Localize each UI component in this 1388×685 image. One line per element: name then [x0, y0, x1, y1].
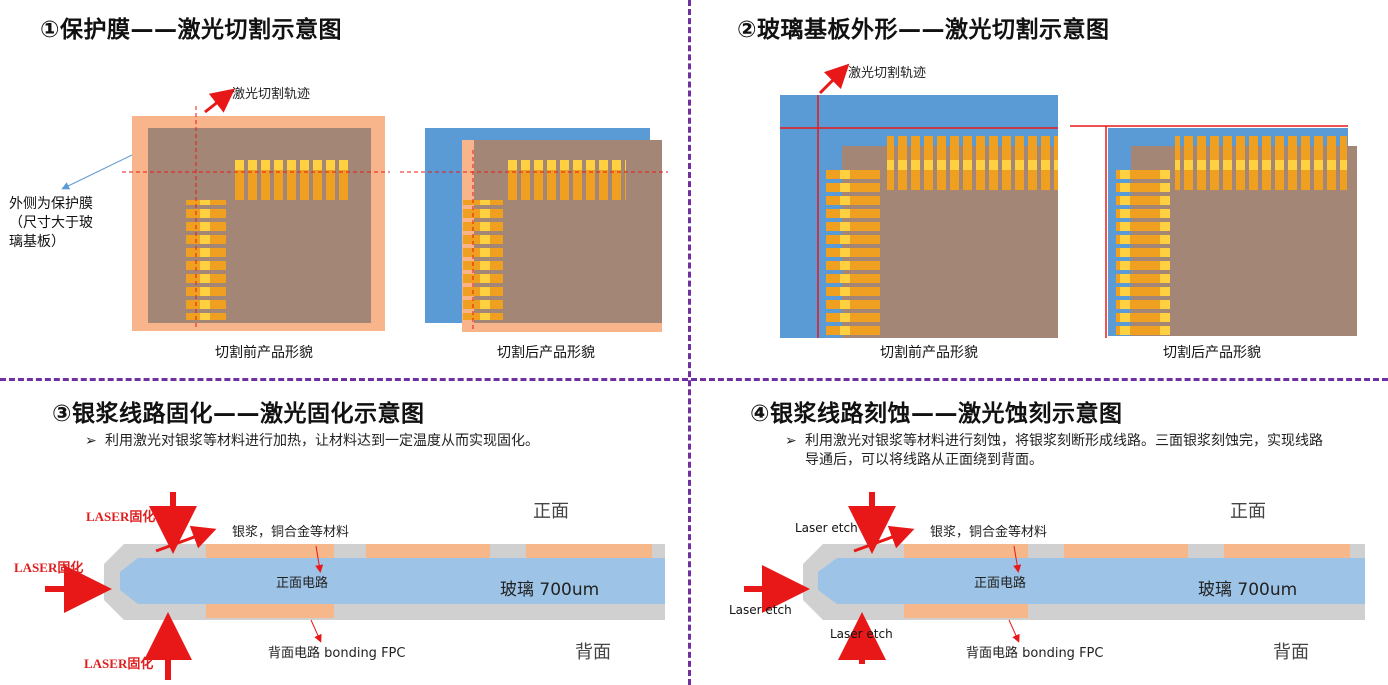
p3-bullet: ➢ 利用激光对银浆等材料进行加热，让材料达到一定温度从而实现固化。 [85, 432, 625, 451]
p3-cross-section [45, 492, 665, 680]
p1-trajectory-label: 激光切割轨迹 [232, 87, 311, 102]
horizontal-divider [0, 378, 1388, 381]
p2-before-product [780, 63, 1058, 338]
p4-glass-label: 玻璃 700um [1198, 580, 1298, 600]
p1-note-line-2: （尺寸大于玻 [9, 215, 93, 231]
p4-front-face: 正面 [1230, 501, 1266, 521]
p2-trajectory-label: 激光切割轨迹 [848, 66, 927, 81]
p1-caption-before: 切割前产品形貌 [215, 345, 313, 361]
p4-cross-section [744, 492, 1365, 664]
p1-caption-after: 切割后产品形貌 [497, 345, 595, 361]
p3-front-face: 正面 [533, 501, 569, 521]
bullet-arrow-icon: ➢ [85, 433, 97, 449]
panel2-title: ②玻璃基板外形——激光切割示意图 [737, 17, 1110, 43]
p4-back-circuit: 背面电路 bonding FPC [966, 646, 1104, 661]
p3-glass-label: 玻璃 700um [500, 580, 600, 600]
p3-laser-bottom-label: LASER固化 [84, 656, 154, 671]
p4-back-face: 背面 [1273, 642, 1309, 662]
panel1-title: ①保护膜——激光切割示意图 [40, 17, 342, 43]
p4-bullet: ➢ 利用激光对银浆等材料进行刻蚀，将银浆刻断形成线路。三面银浆刻蚀完，实现线路导… [785, 432, 1325, 470]
p2-caption-before: 切割前产品形貌 [880, 345, 978, 361]
p4-laser-bottom-label: Laser etch [830, 627, 893, 641]
p2-caption-after: 切割后产品形貌 [1163, 345, 1261, 361]
p3-laser-left-label: LASER固化 [14, 560, 84, 575]
p4-laser-top-label: Laser etch [795, 521, 858, 535]
p3-front-circuit: 正面电路 [276, 576, 329, 591]
p1-note-line-1: 外侧为保护膜 [9, 196, 93, 212]
p2-after-product [1070, 125, 1357, 338]
p1-before-product [61, 88, 390, 331]
p3-material-label: 银浆，铜合金等材料 [232, 525, 350, 540]
vertical-divider [688, 0, 691, 685]
p4-bullet-text: 利用激光对银浆等材料进行刻蚀，将银浆刻断形成线路。三面银浆刻蚀完，实现线路导通后… [805, 433, 1323, 468]
bullet-arrow-icon: ➢ [785, 433, 797, 449]
panel3-title: ③银浆线路固化——激光固化示意图 [52, 401, 425, 427]
p3-bullet-text: 利用激光对银浆等材料进行加热，让材料达到一定温度从而实现固化。 [105, 433, 539, 449]
p1-after-product [400, 128, 668, 332]
p4-material-label: 银浆，铜合金等材料 [930, 525, 1048, 540]
p3-back-circuit: 背面电路 bonding FPC [268, 646, 406, 661]
p1-film-note: 外侧为保护膜 （尺寸大于玻 璃基板） [9, 195, 119, 252]
p3-back-face: 背面 [575, 642, 611, 662]
p4-front-circuit: 正面电路 [974, 576, 1027, 591]
p3-laser-top-label: LASER固化 [86, 509, 156, 524]
p1-note-line-3: 璃基板） [9, 234, 65, 250]
p4-laser-left-label: Laser etch [729, 603, 792, 617]
panel4-title: ④银浆线路刻蚀——激光蚀刻示意图 [750, 401, 1123, 427]
